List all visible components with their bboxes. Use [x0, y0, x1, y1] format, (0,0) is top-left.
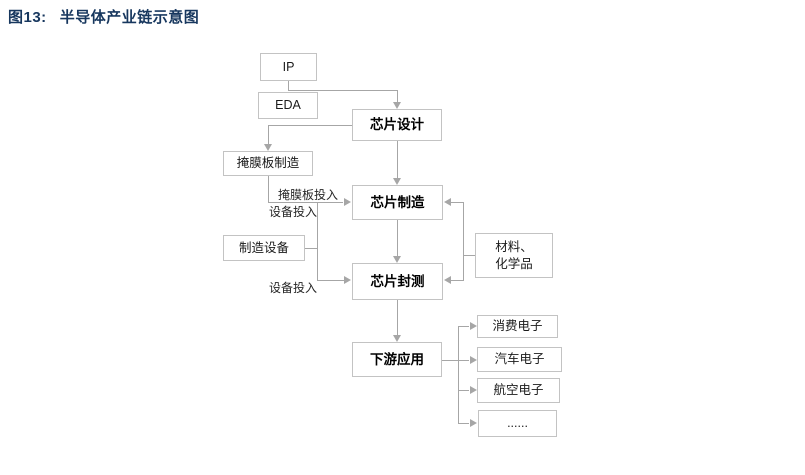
connector-downstream-trunk	[458, 326, 459, 424]
node-chip-design-label: 芯片设计	[370, 117, 424, 133]
connector-to-avionics	[458, 390, 469, 391]
node-materials-label-line1: 材料、	[495, 240, 533, 255]
arrowhead-design-to-mfg	[393, 178, 401, 185]
arrowhead-to-avionics	[470, 386, 477, 394]
figure-number: 图13:	[8, 9, 47, 26]
arrowhead-materials-to-mfg	[444, 198, 451, 206]
node-mask-mfg: 掩膜板制造	[223, 151, 313, 176]
node-automotive-label: 汽车电子	[494, 352, 545, 367]
arrowhead-into-chip-design	[393, 102, 401, 109]
arrowhead-to-consumer	[470, 322, 477, 330]
arrowhead-mfg-to-pkg	[393, 256, 401, 263]
node-eda: EDA	[258, 92, 318, 119]
node-mfg-equipment-label: 制造设备	[238, 240, 289, 255]
node-ip-label: IP	[282, 59, 295, 74]
arrowhead-pkg-to-downstream	[393, 335, 401, 342]
arrowhead-into-mask-mfg	[264, 144, 272, 151]
connector-into-chip-design	[397, 90, 398, 103]
arrowhead-into-chip-mfg	[344, 198, 351, 206]
node-materials-label-line2: 化学品	[495, 256, 533, 271]
connector-equipment-trunk	[317, 202, 318, 280]
connector-downstream-out	[442, 360, 458, 361]
node-chip-mfg-label: 芯片制造	[370, 194, 425, 210]
node-downstream: 下游应用	[352, 342, 442, 377]
node-automotive-electronics: 汽车电子	[477, 347, 562, 372]
connector-into-mask-mfg	[268, 125, 269, 145]
connector-materials-trunk	[463, 202, 464, 281]
connector-design-left	[268, 125, 352, 126]
node-chip-design: 芯片设计	[352, 109, 442, 141]
connector-design-to-mfg	[397, 141, 398, 179]
node-mfg-equipment: 制造设备	[223, 235, 305, 261]
connector-materials-stub	[463, 255, 475, 256]
edge-label-equipment-input-mfg: 设备投入	[268, 205, 317, 219]
node-avionics-label: 航空电子	[493, 383, 544, 398]
connector-mask-down	[268, 176, 269, 202]
arrowhead-to-automotive	[470, 356, 477, 364]
connector-to-others	[458, 423, 469, 424]
connector-into-chip-mfg	[268, 202, 343, 203]
node-consumer-electronics: 消费电子	[477, 315, 558, 338]
node-avionics: 航空电子	[477, 378, 560, 403]
node-eda-label: EDA	[275, 98, 301, 113]
connector-top-horizontal	[288, 90, 398, 91]
arrowhead-to-others	[470, 419, 477, 427]
connector-mfg-to-pkg	[397, 220, 398, 257]
connector-equipment-stub	[305, 248, 317, 249]
edge-label-mask-input: 掩膜板投入	[277, 188, 338, 202]
connector-materials-to-mfg	[451, 202, 463, 203]
figure-title-text: 半导体产业链示意图	[59, 9, 200, 26]
connector-pkg-to-downstream	[397, 300, 398, 336]
node-consumer-label: 消费电子	[492, 319, 543, 334]
connector-ip-down	[288, 81, 289, 91]
node-materials: 材料、 化学品	[475, 233, 553, 278]
node-chip-pkg-test: 芯片封测	[352, 263, 443, 300]
connector-to-automotive	[458, 360, 469, 361]
node-mask-mfg-label: 掩膜板制造	[236, 156, 300, 171]
arrowhead-into-pkg-left	[344, 276, 351, 284]
node-others: ......	[478, 410, 557, 437]
node-chip-pkg-test-label: 芯片封测	[370, 273, 425, 289]
node-ip: IP	[260, 53, 317, 81]
edge-label-equipment-input-pkg: 设备投入	[268, 281, 317, 295]
connector-into-pkg-left	[317, 280, 344, 281]
node-chip-mfg: 芯片制造	[352, 185, 443, 220]
arrowhead-materials-to-pkg	[444, 276, 451, 284]
node-downstream-label: 下游应用	[370, 351, 424, 367]
connector-to-consumer	[458, 326, 469, 327]
connector-materials-to-pkg	[451, 280, 463, 281]
figure-title: 图13: 半导体产业链示意图	[8, 6, 199, 27]
node-others-label: ......	[507, 416, 528, 431]
